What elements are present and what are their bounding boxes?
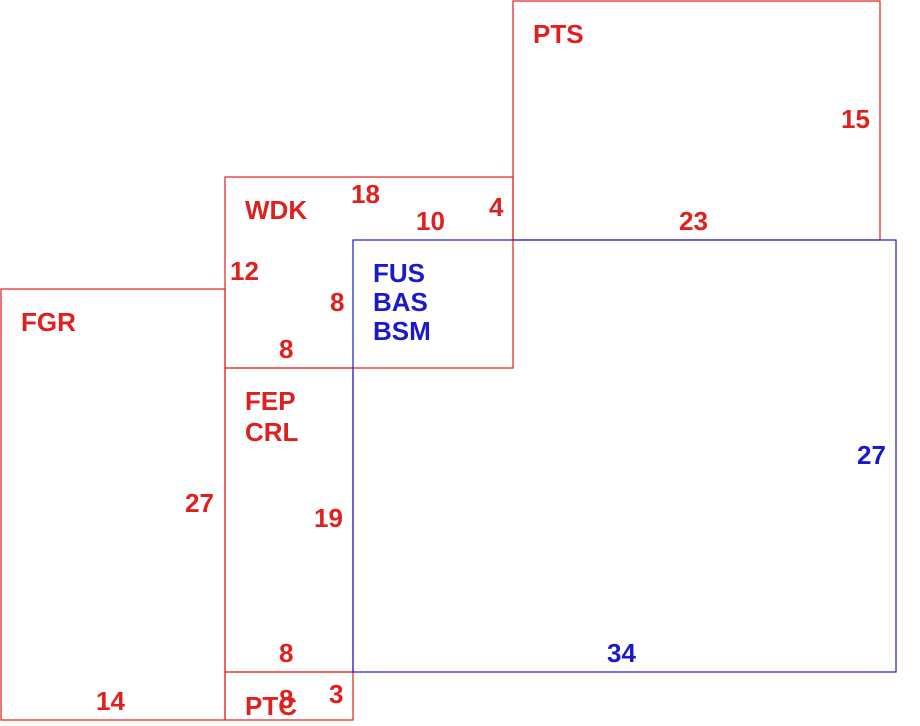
- fep-label: FEP: [245, 386, 296, 416]
- wdk-inner-a-label: 10: [416, 206, 445, 236]
- fgr-label: FGR: [21, 307, 76, 337]
- ptc-label: PTC: [245, 691, 297, 721]
- fus-label: FUS: [373, 258, 425, 288]
- ptc-block: [224, 671, 354, 721]
- bsm-label: BSM: [373, 316, 431, 346]
- fgr-height-label: 27: [185, 488, 214, 518]
- fep-crl-height-label: 19: [314, 503, 343, 533]
- pts-label: PTS: [533, 19, 584, 49]
- fus-height-label: 27: [857, 440, 886, 470]
- wdk-inner-b-label: 4: [489, 192, 504, 222]
- wdk-block: [224, 176, 514, 369]
- fep-crl-width-label: 8: [279, 638, 293, 668]
- wdk-top-label: 18: [351, 179, 380, 209]
- wdk-label: WDK: [245, 195, 307, 225]
- fgr-width-label: 14: [96, 686, 125, 716]
- bas-label: BAS: [373, 287, 428, 317]
- fus-block: [352, 239, 897, 673]
- wdk-right-label: 8: [330, 287, 344, 317]
- ptc-width-label: 8: [279, 684, 293, 714]
- wdk-bottom-label: 8: [279, 334, 293, 364]
- ptc-height-label: 3: [329, 679, 343, 709]
- pts-width-label: 23: [679, 206, 708, 236]
- fus-width-label: 34: [607, 638, 636, 668]
- crl-label: CRL: [245, 417, 299, 447]
- wdk-left-label: 12: [230, 256, 259, 286]
- pts-height-label: 15: [841, 104, 870, 134]
